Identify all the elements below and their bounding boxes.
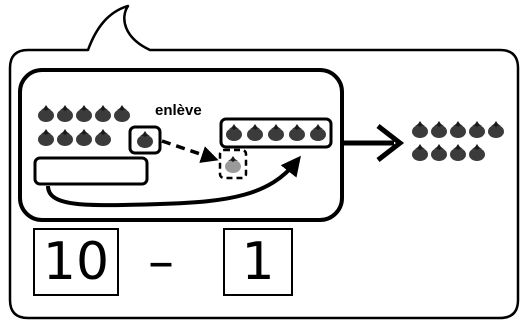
removed-item-box: [218, 148, 248, 180]
empty-box: [33, 156, 149, 186]
dashed-arrow: [161, 139, 219, 163]
result-arrow-head: [376, 124, 405, 162]
minuend-box: 10: [33, 228, 119, 296]
removed-item-highlight: [128, 125, 162, 155]
action-label: enlève: [155, 102, 202, 119]
middle-row-box: [219, 117, 333, 149]
minus-sign: –: [148, 232, 174, 292]
speech-bubble-outline: [8, 4, 520, 320]
curved-arrow: [46, 155, 301, 208]
subtrahend-box: 1: [223, 228, 293, 296]
